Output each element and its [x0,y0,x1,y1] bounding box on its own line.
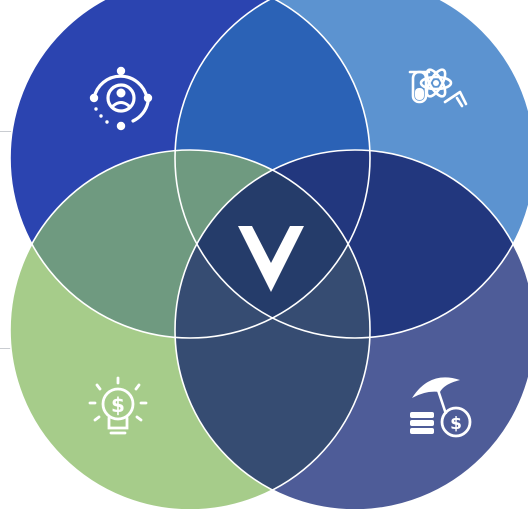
circle-outlines [9,0,528,509]
money-idea-icon: $ [88,376,148,435]
science-lab-icon [408,68,468,108]
user-network-icon [89,66,153,131]
insurance-umbrella-coins-icon: $ [410,377,472,438]
svg-text:$: $ [450,414,462,434]
svg-text:$: $ [111,393,125,417]
v-logo [238,226,304,292]
